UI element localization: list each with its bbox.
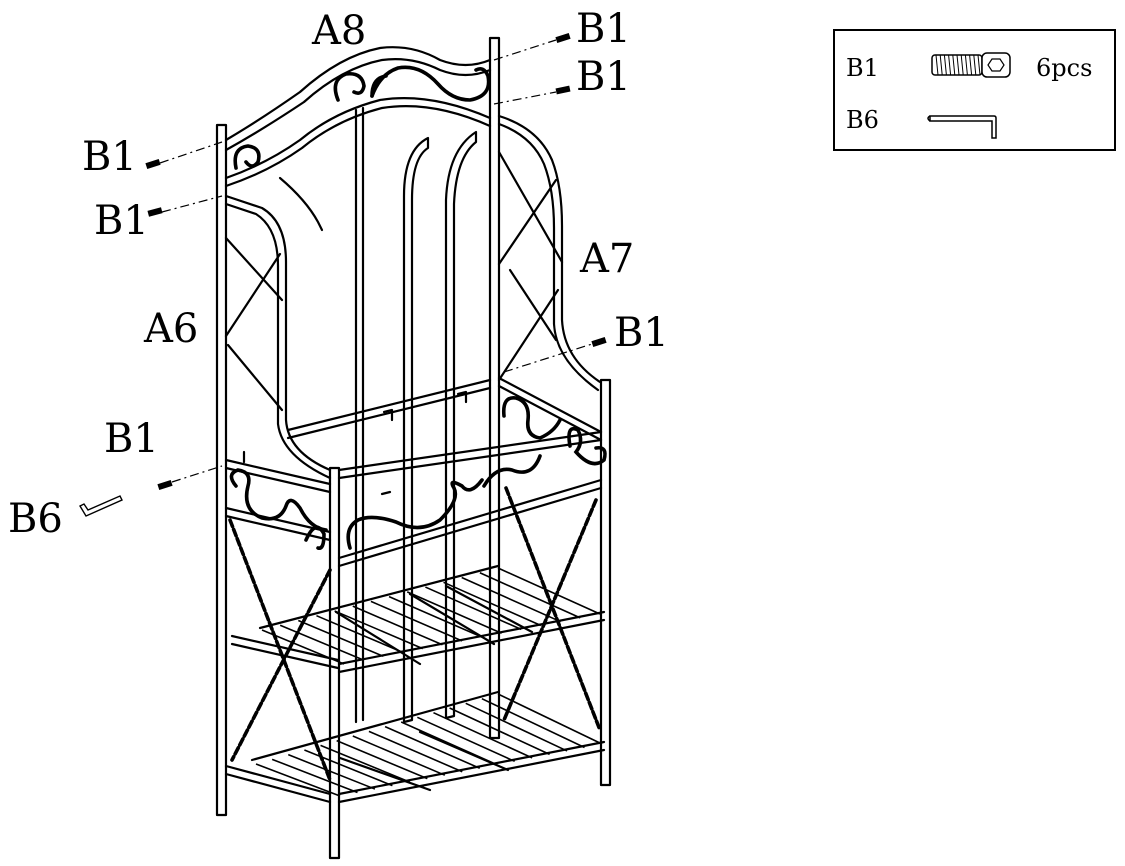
right-side-frame xyxy=(488,36,612,787)
bolt-icon xyxy=(555,85,571,95)
shelf-slat xyxy=(336,739,428,780)
bolt-thread xyxy=(964,54,968,76)
bolt-icon xyxy=(147,207,163,217)
bolt-callouts xyxy=(79,32,607,517)
top-shelf-frame xyxy=(224,376,603,568)
part-label-a6: A6 xyxy=(143,306,198,352)
bolt-thread xyxy=(948,54,952,76)
shelf-slat xyxy=(497,567,601,615)
bolt-thread xyxy=(952,54,956,76)
part-label-a8: A8 xyxy=(311,8,366,54)
shelf-slat xyxy=(255,763,341,797)
middle-shelf xyxy=(230,564,606,674)
bolt-icon xyxy=(145,158,161,170)
hardware-code: B6 xyxy=(846,106,879,134)
shelf-slat xyxy=(320,744,411,783)
callout-b6: B6 xyxy=(8,496,63,542)
allen-key-icon xyxy=(79,495,123,517)
shelf-slat xyxy=(461,576,561,623)
bolt-thread xyxy=(969,54,973,76)
bolt-thread xyxy=(956,54,960,76)
seat-scrolls xyxy=(229,396,607,550)
top-arch xyxy=(224,46,492,188)
shelf-slat xyxy=(433,711,533,759)
shelf-slat xyxy=(271,758,358,794)
callout-b1: B1 xyxy=(576,54,631,100)
part-label-a7: A7 xyxy=(579,236,634,282)
callout-b1: B1 xyxy=(614,310,669,356)
shelf-slat xyxy=(425,586,522,631)
shelf-slat xyxy=(297,619,384,658)
bolt-icon xyxy=(591,336,607,348)
bottom-shelf xyxy=(224,690,606,804)
labels: A8 A7 A6 B1 B1 B1 B1 B1 B1 B6 xyxy=(8,6,669,542)
callout-b1: B1 xyxy=(104,416,159,462)
shelf-slat xyxy=(388,595,483,638)
shelf-slat xyxy=(352,735,446,776)
hardware-code: B1 xyxy=(846,54,879,82)
shelf-slat xyxy=(279,624,365,661)
shelf-slat xyxy=(287,753,376,790)
shelf-slat xyxy=(497,693,603,745)
callout-b1: B1 xyxy=(576,6,631,52)
bolt-icon xyxy=(157,479,173,491)
hardware-qty: 6pcs xyxy=(1036,54,1092,82)
bolt-thread xyxy=(960,54,964,76)
bolt-thread xyxy=(973,54,977,76)
shelf-slat xyxy=(406,591,502,634)
bolt-thread xyxy=(935,54,939,76)
bolt-thread xyxy=(939,54,943,76)
shelf-slat xyxy=(304,749,393,787)
shelf-slat xyxy=(465,702,568,752)
shelf-slat xyxy=(481,697,585,749)
shelf-slat xyxy=(384,725,481,769)
shelf-slat xyxy=(370,600,463,642)
hardware-table: B1 6pcs B6 xyxy=(833,29,1116,151)
lower-braces xyxy=(228,486,602,782)
bolt-icon xyxy=(931,52,1011,78)
shelf-slat xyxy=(443,581,542,627)
bolt-thread xyxy=(977,54,981,76)
allen-key-icon xyxy=(927,115,997,139)
shelf-slat xyxy=(417,716,515,763)
shelf-slat xyxy=(368,730,463,773)
shelf-slat xyxy=(479,572,581,619)
callout-b1: B1 xyxy=(94,198,149,244)
shelf-slat xyxy=(316,614,404,654)
bolt-thread xyxy=(943,54,947,76)
shelf-slat xyxy=(449,707,550,756)
bolt-icon xyxy=(555,32,571,44)
shelf-slat xyxy=(352,605,443,646)
left-side-frame xyxy=(215,123,341,860)
shelf-slat xyxy=(334,610,424,650)
callout-b1: B1 xyxy=(82,134,137,180)
